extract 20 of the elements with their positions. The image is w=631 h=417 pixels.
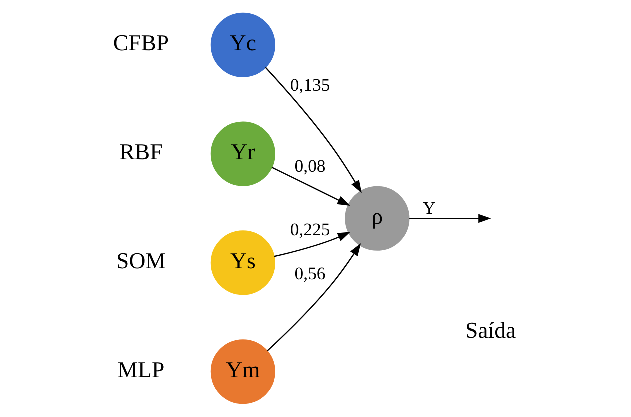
node-circle: Yr (210, 122, 275, 186)
arrow (271, 167, 350, 206)
arrow (266, 244, 361, 352)
node-label: RBF (119, 140, 162, 165)
node-circle: Ys (210, 230, 275, 296)
edge-label: 0,08 (294, 156, 326, 176)
node-label: MLP (117, 357, 164, 382)
edge-label: 0,56 (294, 264, 326, 284)
edge-label: 0,135 (290, 74, 330, 95)
node-circle: Ym (210, 340, 275, 404)
node-circle: Yc (210, 12, 275, 78)
label: Saída (464, 318, 516, 344)
edge-label: Y (422, 198, 436, 218)
arrow (409, 214, 491, 224)
arrow (264, 67, 362, 194)
node-label: CFBP (112, 30, 169, 56)
node-circle: ρ (344, 186, 410, 251)
edge-label: 0,225 (290, 219, 330, 240)
node-label: SOM (116, 248, 166, 274)
arrow (274, 232, 350, 258)
